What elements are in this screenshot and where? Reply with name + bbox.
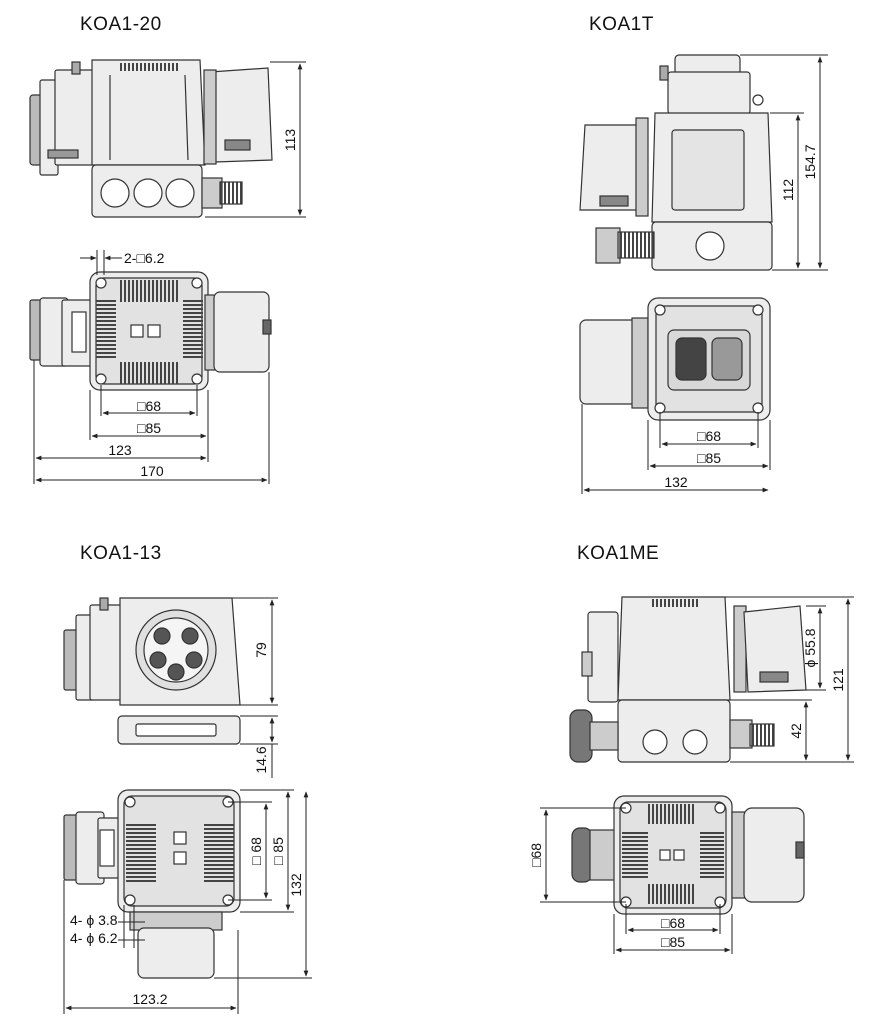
dim-koa1-20-sq85: □85 <box>137 420 161 436</box>
dim-koa1-20-w123: 123 <box>108 442 132 458</box>
dim-koa1-20-height: 113 <box>282 129 298 152</box>
dim-koa1me-h42: 42 <box>788 723 804 739</box>
dim-koa1me-sq68v: □68 <box>528 843 544 867</box>
dimension-lines <box>33 54 854 1014</box>
dim-koa1-13-h14: 14.6 <box>253 746 269 773</box>
dim-koa1t-h112: 112 <box>780 179 796 202</box>
koa1-13-side-view <box>63 597 241 745</box>
title-koa1t: KOA1T <box>589 14 654 35</box>
koa1t-top-view <box>579 297 771 421</box>
dim-koa1t-sq68: □68 <box>697 428 721 444</box>
dim-koa1me-sq85: □85 <box>661 934 685 950</box>
dim-koa1-13-holes62: 4- ϕ 6.2 <box>70 930 118 946</box>
dim-koa1t-w132: 132 <box>664 474 688 490</box>
dim-koa1-20-sq68: □68 <box>137 398 161 414</box>
dim-koa1-20-w170: 170 <box>140 463 164 479</box>
koa1-20-side-view <box>29 59 273 218</box>
dim-koa1t-h154: 154.7 <box>802 144 818 179</box>
title-koa1-13: KOA1-13 <box>80 543 162 564</box>
koa1t-side-view <box>579 54 773 271</box>
dim-koa1me-sq68: □68 <box>661 915 685 931</box>
koa1-20-top-view <box>29 271 272 391</box>
dim-koa1me-h121: 121 <box>830 668 846 692</box>
koa1me-top-view <box>571 795 805 915</box>
dim-koa1-13-holes38: 4- ϕ 3.8 <box>70 912 118 928</box>
koa1-13-top-view <box>63 789 241 979</box>
koa1me-side-view <box>569 596 807 763</box>
title-koa1me: KOA1ME <box>577 543 660 564</box>
dim-koa1t-sq85: □85 <box>697 450 721 466</box>
dim-koa1-13-h79: 79 <box>253 642 269 658</box>
dim-koa1me-dia: ϕ 55.8 <box>802 628 818 667</box>
dim-koa1-20-holes: 2-□6.2 <box>124 250 165 266</box>
dim-koa1-13-h132: 132 <box>288 873 304 897</box>
dim-koa1-13-w123: 123.2 <box>132 991 167 1007</box>
title-koa1-20: KOA1-20 <box>80 14 162 35</box>
dim-koa1-13-sq68: □ 68 <box>248 837 264 865</box>
dim-koa1-13-sq85: □ 85 <box>270 837 286 865</box>
